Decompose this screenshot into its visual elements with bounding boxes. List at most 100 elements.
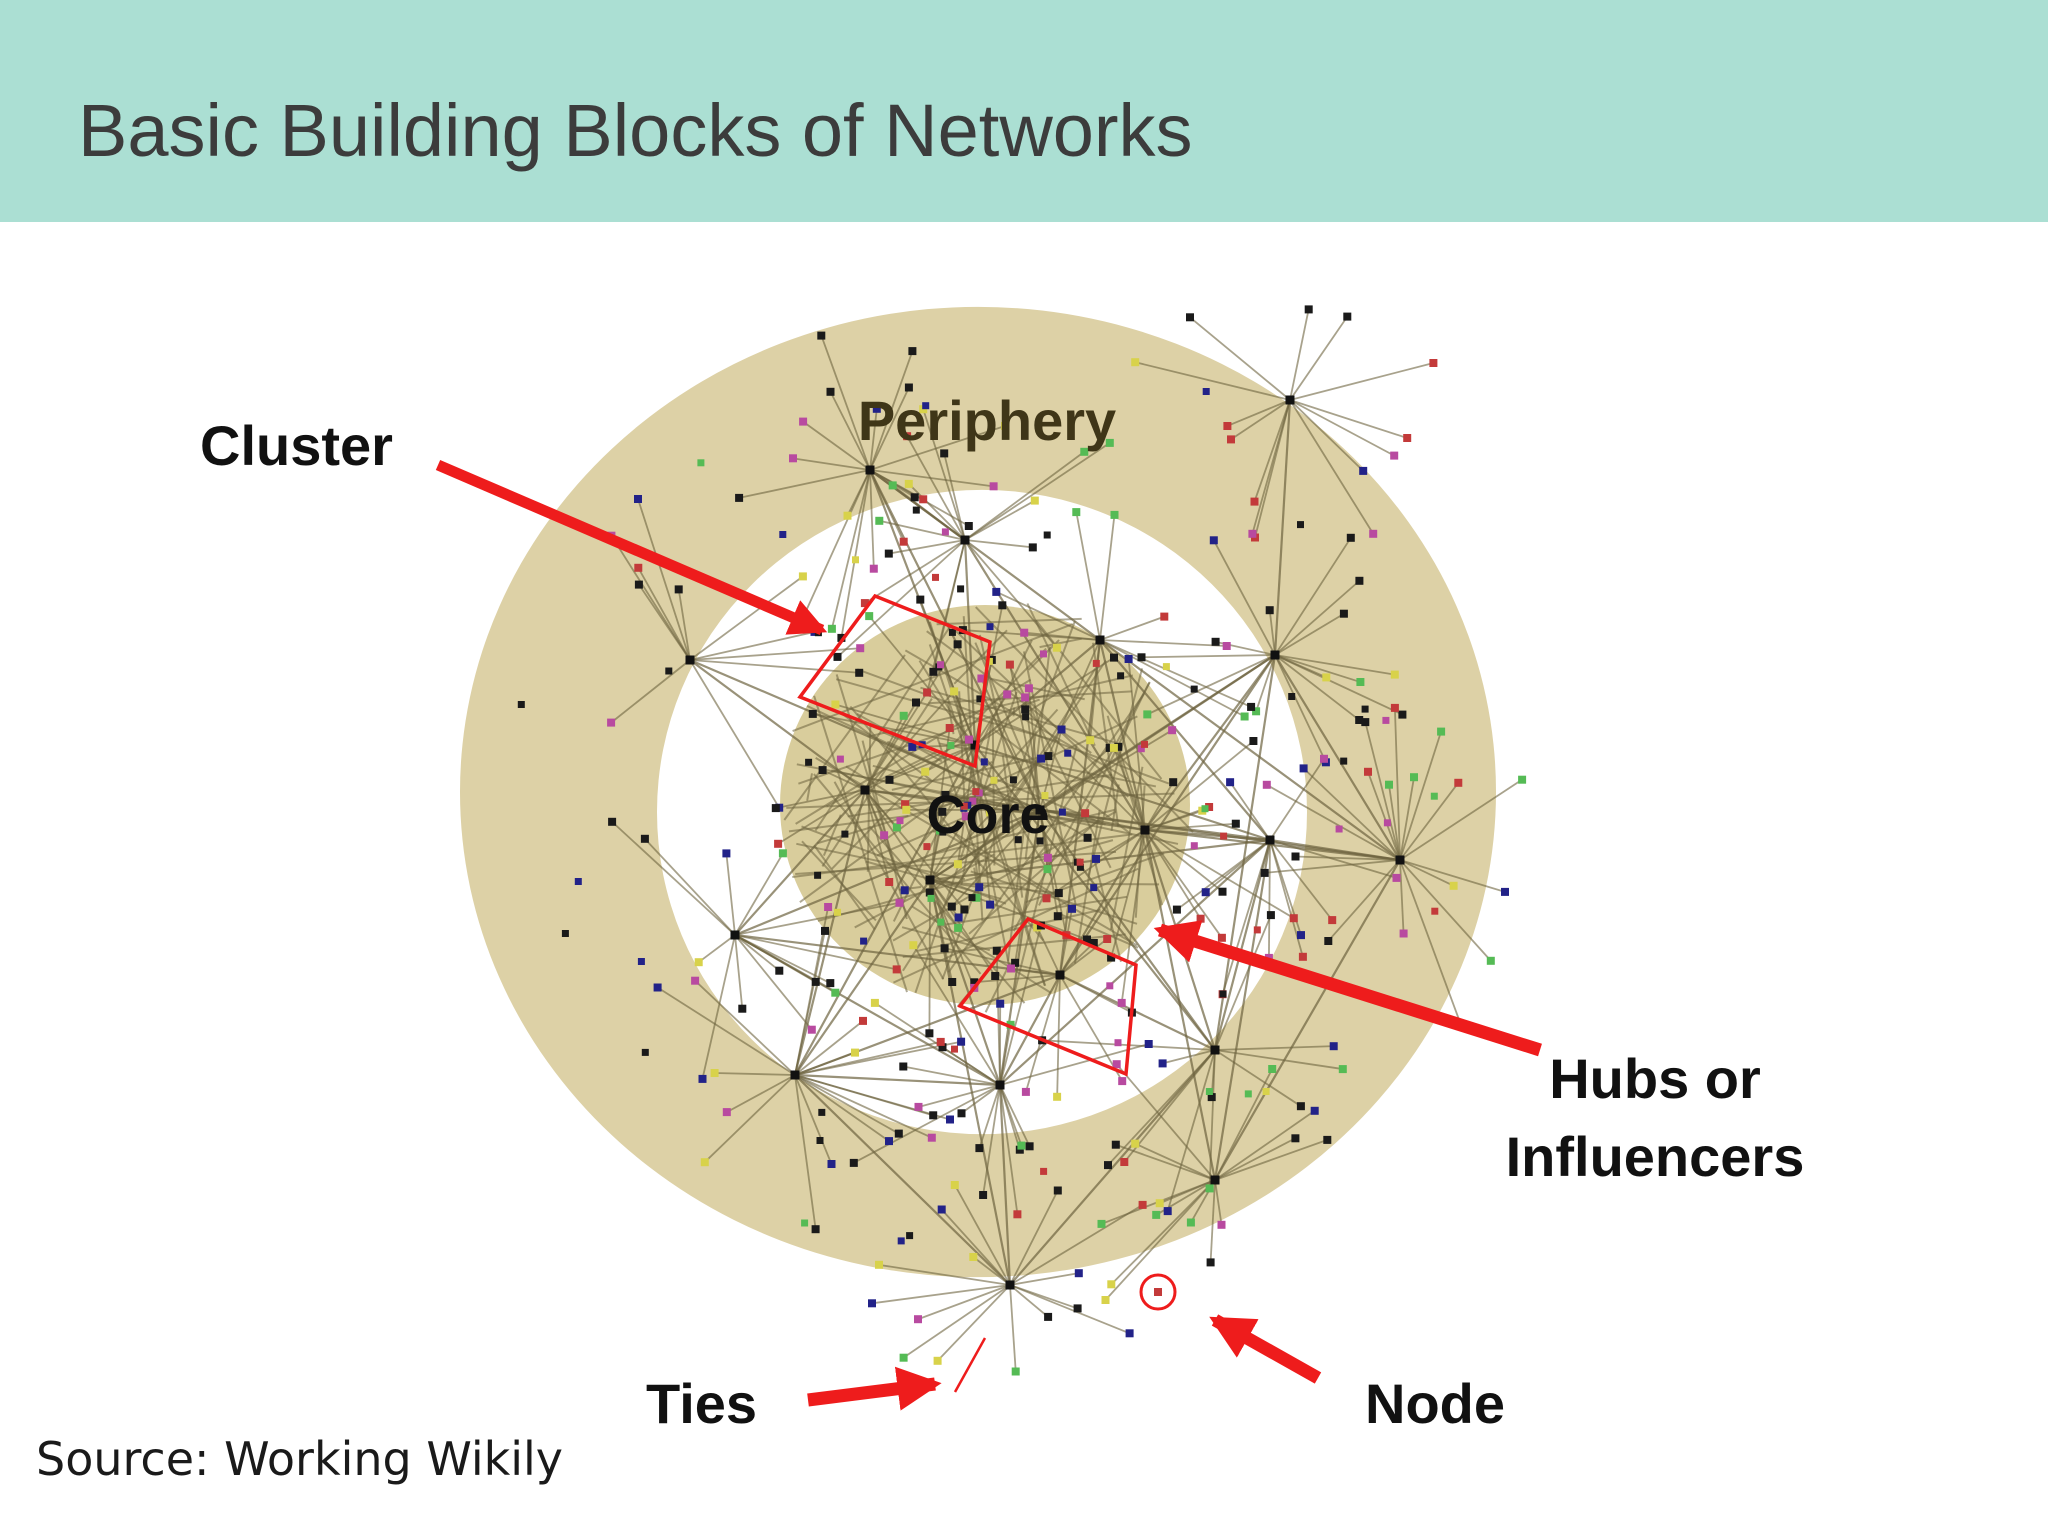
network-node [1103,935,1112,943]
network-tie [945,793,1041,811]
network-node [865,465,875,475]
network-tie [974,656,1115,746]
network-node [888,481,897,490]
network-node [936,1037,945,1046]
network-tie [734,934,780,972]
network-node [1298,952,1307,961]
network-node [1052,643,1061,652]
network-node [1431,907,1439,915]
network-tie [1274,654,1327,763]
network-node [929,667,938,676]
network-tie [794,1020,864,1076]
network-tie [726,1074,796,1113]
network-node [841,830,849,838]
network-node [1017,1141,1026,1150]
network-node [821,926,829,935]
network-tie [1399,859,1455,887]
network-node [1268,1065,1277,1073]
network-tie [879,519,966,541]
network-node [665,667,673,675]
network-node [960,535,970,545]
network-node [1210,1045,1220,1055]
network-tie [999,925,1042,1086]
network-node [919,495,928,504]
network-node [574,878,582,885]
network-node [826,387,835,396]
network-tie [1120,829,1146,1003]
network-node [1107,953,1116,962]
network-node [1169,778,1178,787]
network-tie [813,695,908,993]
network-node [1231,819,1240,828]
network-node [1007,964,1015,973]
network-tie [1115,1063,1216,1181]
network-tie [1274,654,1401,861]
network-tie [1289,399,1395,457]
cluster-highlight [797,593,992,769]
network-tie [689,575,804,661]
network-node [1086,736,1095,745]
network-tie [1268,610,1276,656]
network-node [948,978,957,986]
network-tie [999,1043,1149,1086]
network-tie [794,1074,934,1117]
network-node [1296,1102,1305,1111]
network-tie [864,789,891,883]
network-node [1111,1140,1120,1149]
network-node [1244,1090,1252,1098]
network-tie [1253,399,1291,502]
network-node [899,1353,908,1362]
network-node [634,495,642,503]
network-tie [1274,654,1361,683]
network-tie [929,809,1041,894]
network-tie [869,469,1041,811]
network-node [1124,655,1133,663]
network-node [912,698,920,707]
network-tie [945,895,1128,926]
network-node [937,918,945,926]
network-tie [1039,637,1082,649]
network-node [885,878,894,886]
network-node [927,1133,936,1142]
network-tie [734,852,784,936]
network-node [1310,1106,1319,1115]
network-node [991,972,1000,980]
network-tie [1269,758,1325,841]
core-label: Core [926,785,1049,845]
network-node [801,1219,809,1227]
network-node [914,1315,922,1324]
network-node [811,977,820,986]
network-tie [701,934,736,1080]
network-tie [714,1072,796,1076]
network-node [1141,740,1148,748]
network-node [818,1108,826,1116]
network-node [1248,529,1257,538]
network-tie [1099,639,1252,708]
network-tie [1144,822,1236,831]
network-node [901,800,910,809]
network-node [951,1045,958,1053]
network-node [1320,754,1328,763]
network-node [851,1048,859,1057]
network-node [1260,868,1269,877]
network-node [640,834,649,843]
network-node [1043,853,1052,862]
network-tie [689,631,815,661]
network-tie [912,944,1001,1086]
network-node [1090,884,1098,892]
network-tie [869,408,878,471]
network-node [1112,1060,1121,1069]
network-node [849,1158,858,1167]
network-tie [1213,539,1276,656]
network-node [1210,1175,1220,1185]
network-node [986,900,995,909]
network-tie [1036,926,1061,976]
network-node [833,652,842,661]
network-tie [1144,829,1295,919]
network-tie [1059,938,1108,976]
network-node [807,1025,816,1034]
network-tie [1039,809,1059,917]
network-node [899,711,908,720]
network-node [827,1160,836,1168]
